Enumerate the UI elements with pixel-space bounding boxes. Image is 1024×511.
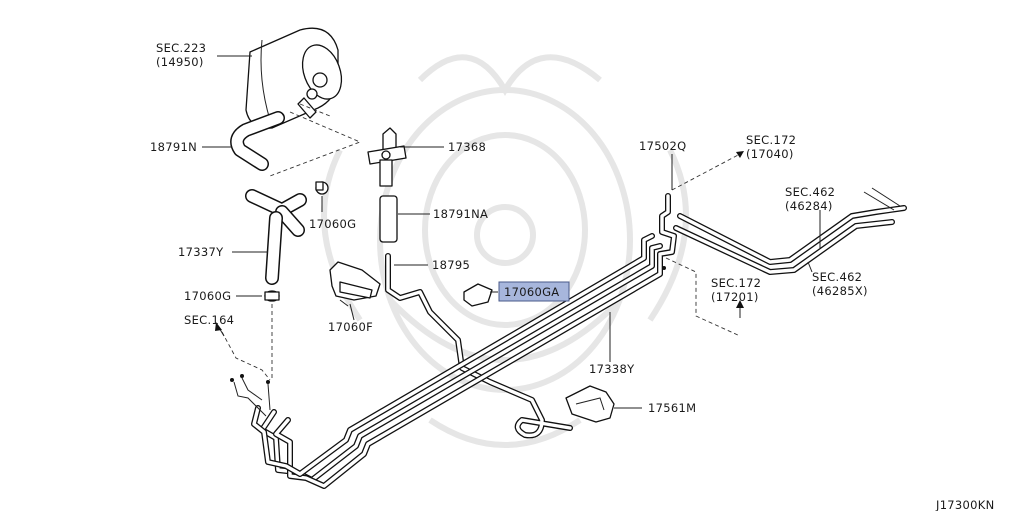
label-sec172-mid-a: SEC.172 (711, 276, 761, 290)
pipe-to-sec462 (673, 187, 907, 275)
label-sec462-bot-a: SEC.462 (812, 270, 862, 284)
label-sec462-top-b: (46284) (785, 199, 833, 213)
valve-17368 (367, 127, 407, 187)
label-sec172-top-a: SEC.172 (746, 133, 796, 147)
highlight-17060GA (498, 281, 570, 302)
dashed-guide-2 (299, 103, 331, 117)
label-sec462-top-a: SEC.462 (785, 185, 835, 199)
label-17502Q: 17502Q (639, 139, 686, 153)
clamp-17060G-left (264, 290, 280, 302)
dashed-guide-sec164 (221, 331, 271, 381)
hose-18791NA (379, 195, 398, 243)
label-17368: 17368 (448, 140, 486, 154)
connector-dot (662, 266, 666, 270)
label-17060GA: 17060GA (504, 285, 559, 299)
label-17060G-left: 17060G (184, 289, 231, 303)
label-sec223-b: (14950) (156, 55, 204, 69)
dashed-box-sec172 (665, 257, 741, 337)
label-18795: 18795 (432, 258, 470, 272)
diagram-ref-code: J17300KN (935, 498, 995, 511)
leader-lines (202, 55, 821, 409)
dashed-guide-1 (269, 111, 362, 177)
tube-18795 (385, 253, 573, 439)
label-17060G-top: 17060G (309, 217, 356, 231)
label-17561M: 17561M (648, 401, 696, 415)
sec164-lines (230, 374, 271, 417)
label-sec462-bot-b: (46285X) (812, 284, 868, 298)
main-pipes-17338Y (251, 193, 677, 489)
canister-part (245, 27, 343, 129)
clip-17060F (329, 261, 381, 307)
part-labels: SEC.223 (14950) 18791N 17060G 17337Y 170… (150, 41, 995, 511)
label-sec172-mid-b: (17201) (711, 290, 759, 304)
arrowhead-sec172-mid (736, 300, 744, 308)
label-18791NA: 18791NA (433, 207, 488, 221)
arrowhead-sec172-top (736, 151, 744, 158)
hose-18791N (230, 111, 285, 171)
label-sec164: SEC.164 (184, 313, 234, 327)
label-17338Y: 17338Y (589, 362, 635, 376)
label-17337Y: 17337Y (178, 245, 224, 259)
label-17060F: 17060F (328, 320, 373, 334)
dashed-guide-17502Q (671, 153, 741, 191)
clamp-17060G-top (315, 181, 329, 195)
clip-17060GA (463, 283, 493, 307)
label-sec223-a: SEC.223 (156, 41, 206, 55)
label-18791N: 18791N (150, 140, 197, 154)
label-sec172-top-b: (17040) (746, 147, 794, 161)
arrowhead-sec164 (215, 322, 222, 331)
bracket-17561M (565, 385, 615, 423)
y-hose-17337Y (245, 189, 307, 285)
